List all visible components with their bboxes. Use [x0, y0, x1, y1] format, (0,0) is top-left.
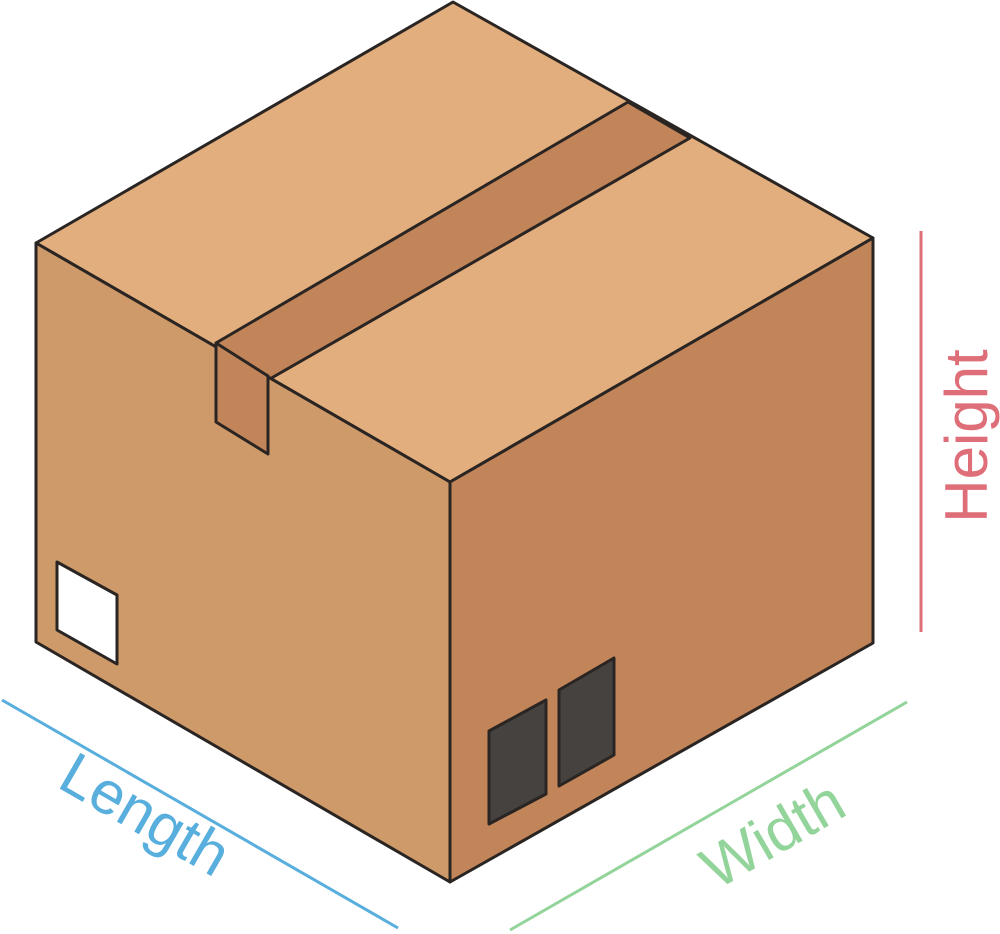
side-panel-right [557, 656, 616, 788]
width-label: Width [690, 767, 856, 902]
box-side-face [448, 236, 875, 884]
side-panel-left [487, 698, 548, 826]
box-tape-flap [214, 341, 270, 456]
height-dimension: Height [919, 231, 1000, 632]
cardboard-box [34, 0, 875, 884]
length-label: Length [49, 739, 241, 889]
height-label: Height [933, 349, 1000, 523]
width-line [509, 700, 908, 932]
length-line [1, 698, 399, 930]
shipping-label-sticker [55, 560, 119, 666]
